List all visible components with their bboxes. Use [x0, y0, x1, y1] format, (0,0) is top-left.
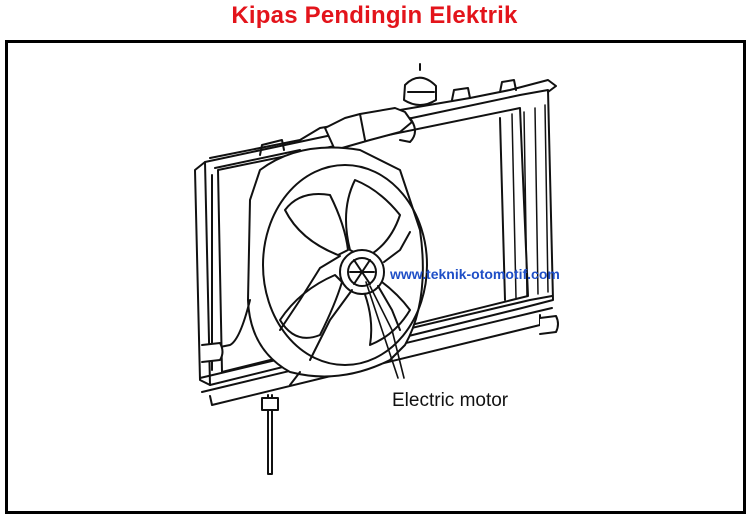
electric-motor: [279, 231, 411, 361]
electric-motor-label: Electric motor: [392, 390, 509, 411]
drain-pipe: [261, 394, 279, 475]
page-title: Kipas Pendingin Elektrik: [231, 2, 518, 29]
callout-leader: [365, 281, 405, 379]
fan-blades: [279, 179, 411, 346]
radiator-cap: [324, 63, 437, 151]
fan-shroud: [247, 146, 428, 378]
watermark-url: www.teknik-otomotif.com: [390, 266, 560, 282]
